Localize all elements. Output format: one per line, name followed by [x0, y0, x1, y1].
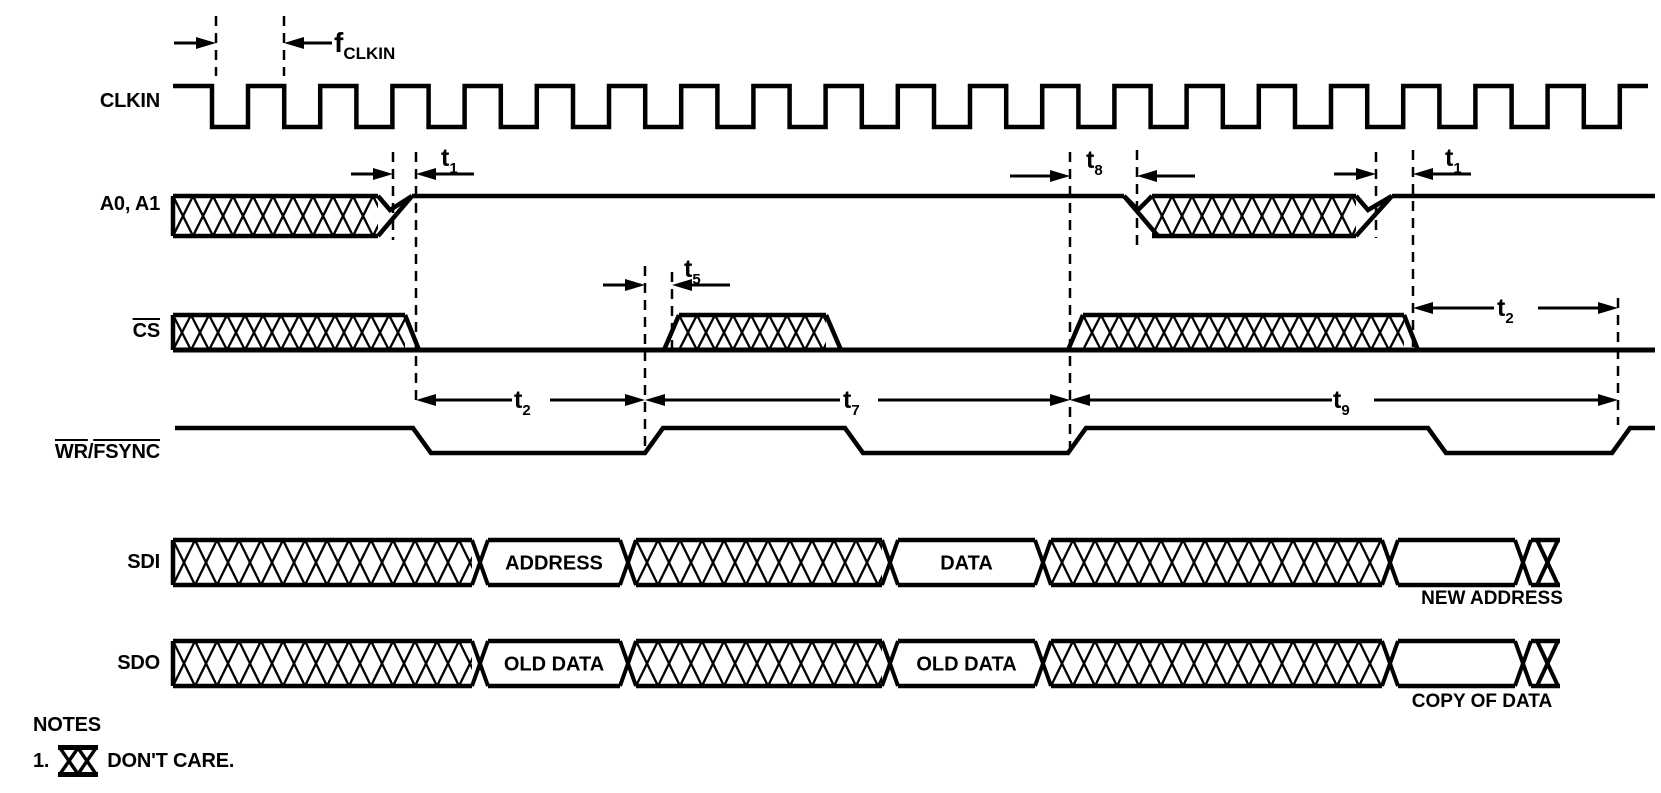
signal-label-sdi: SDI	[127, 551, 160, 573]
dont-care-icon	[58, 745, 99, 777]
note-number: 1.	[33, 749, 50, 772]
row-sdi: ADDRESS DATA NEW ADDRESS	[170, 537, 1563, 609]
row-sdo: OLD DATA OLD DATA COPY OF DATA	[170, 638, 1560, 712]
signal-label-wr-fsync: WR/FSYNC	[54, 441, 160, 463]
bus-label-data: DATA	[940, 553, 993, 575]
signal-label-clkin: CLKIN	[99, 90, 160, 112]
timing-label-t8: t8	[1086, 146, 1103, 179]
notes: NOTES 1. DON'T CARE.	[33, 714, 234, 777]
signal-label-a0a1: A0, A1	[99, 193, 161, 215]
bus-label-copy-of-data: COPY OF DATA	[1412, 691, 1553, 712]
note-item: 1. DON'T CARE.	[33, 745, 234, 777]
row-cs	[170, 312, 1655, 353]
timing-label-t1-left: t1	[441, 144, 458, 177]
timing-label-t1-right: t1	[1445, 144, 1462, 177]
waveforms: ADDRESS DATA NEW ADDRESS OLD DATA OLD DATA CO…	[170, 83, 1655, 712]
row-clkin	[173, 83, 1648, 130]
timing-label-t7: t7	[843, 386, 860, 419]
timing-label-f-clkin: fCLKIN	[334, 27, 395, 63]
bus-label-new-address: NEW ADDRESS	[1421, 588, 1563, 609]
note-text: DON'T CARE.	[107, 749, 235, 772]
signal-label-sdo: SDO	[117, 652, 160, 674]
row-a0a1	[170, 193, 1655, 239]
bus-label-old-data: OLD DATA	[504, 654, 604, 676]
notes-title: NOTES	[33, 714, 101, 736]
dashed-guides	[214, 16, 1620, 455]
row-wr-fsync	[175, 425, 1655, 456]
bus-label-old-data: OLD DATA	[916, 654, 1016, 676]
timing-label-t9: t9	[1333, 386, 1350, 419]
timing-label-t2-right: t2	[1497, 294, 1514, 327]
signal-label-cs: CS	[132, 320, 161, 342]
bus-label-address: ADDRESS	[505, 553, 603, 575]
timing-label-t2-left: t2	[514, 386, 531, 419]
